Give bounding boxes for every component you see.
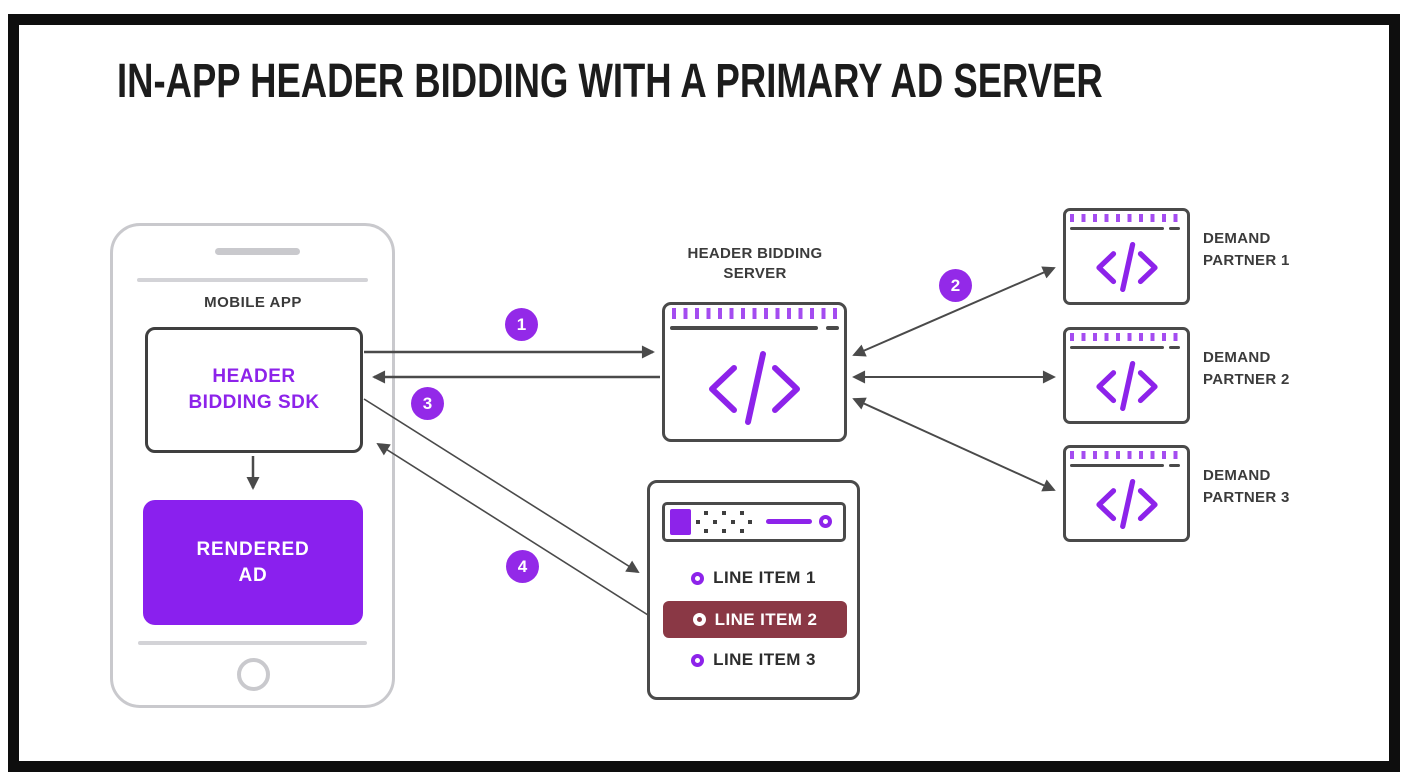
- header-bidding-sdk-box: HEADER BIDDING SDK: [145, 327, 363, 453]
- demand-partner-2-dash: [1169, 346, 1180, 349]
- code-window-icon: [1096, 241, 1158, 293]
- demand-partner-3-label: DEMAND PARTNER 3: [1203, 465, 1343, 509]
- server-label-line2: SERVER: [723, 265, 787, 282]
- demand-partner-1-dash: [1169, 227, 1180, 230]
- demand-partner-2-box: [1063, 327, 1190, 424]
- server-titlebar-line: [670, 326, 818, 330]
- demand-partner-2-dashes: [1070, 333, 1183, 341]
- line-item-bullet-icon: [691, 571, 705, 585]
- ad-banner-text-line: [766, 519, 812, 524]
- ad-banner-dot: [740, 529, 744, 533]
- header-bidding-server-label: HEADER BIDDING SERVER: [654, 244, 856, 284]
- ad-banner-dot: [696, 520, 700, 524]
- step-4-badge: 4: [506, 550, 539, 583]
- line-item-1-label: LINE ITEM 1: [713, 568, 816, 587]
- demand-partner-3-dashes: [1070, 451, 1183, 459]
- step-2-badge: 2: [939, 269, 972, 302]
- code-window-icon: [1096, 478, 1158, 530]
- step-3-badge: 3: [411, 387, 444, 420]
- ad-banner-dot: [713, 520, 717, 524]
- ad-banner-bullet-icon: [819, 515, 832, 528]
- step-1-badge: 1: [505, 308, 538, 341]
- demand-partner-1-dashes: [1070, 214, 1183, 222]
- ad-banner-dot: [740, 511, 744, 515]
- server-titlebar-dashes: [672, 308, 838, 319]
- server-titlebar-dash: [826, 326, 839, 330]
- demand-partner-2-line: [1070, 346, 1164, 349]
- code-window-icon: [1096, 360, 1158, 412]
- line-item-bullet-icon: [692, 613, 706, 626]
- dp1-label-line1: DEMAND: [1203, 230, 1271, 247]
- dp3-label-line2: PARTNER 3: [1203, 489, 1290, 506]
- dp2-label-line2: PARTNER 2: [1203, 371, 1290, 388]
- demand-partner-3-dash: [1169, 464, 1180, 467]
- demand-partner-1-box: [1063, 208, 1190, 305]
- sdk-label-line1: HEADER: [212, 366, 296, 387]
- demand-partner-1-label: DEMAND PARTNER 1: [1203, 228, 1343, 272]
- phone-home-button: [237, 658, 270, 691]
- ad-banner-dot: [722, 511, 726, 515]
- demand-partner-1-line: [1070, 227, 1164, 230]
- ad-banner-dot: [731, 520, 735, 524]
- ad-banner-dot: [748, 520, 752, 524]
- demand-partner-3-line: [1070, 464, 1164, 467]
- server-label-line1: HEADER BIDDING: [687, 245, 823, 262]
- line-item-row-1: LINE ITEM 1: [647, 567, 860, 589]
- phone-screen-divider-top: [137, 278, 368, 282]
- ad-banner-dot: [704, 529, 708, 533]
- line-item-bullet-icon: [691, 653, 705, 667]
- sdk-label-line2: BIDDING SDK: [188, 392, 320, 413]
- phone-screen-divider-bottom: [138, 641, 367, 645]
- rendered-ad-line1: RENDERED: [196, 538, 310, 560]
- ad-banner-image-block: [670, 509, 691, 535]
- demand-partner-3-box: [1063, 445, 1190, 542]
- line-item-3-label: LINE ITEM 3: [713, 650, 816, 669]
- dp3-label-line1: DEMAND: [1203, 467, 1271, 484]
- diagram-title: IN-APP HEADER BIDDING WITH A PRIMARY AD …: [117, 55, 1103, 108]
- header-bidding-server-box: [662, 302, 847, 442]
- mobile-app-label: MOBILE APP: [204, 294, 302, 311]
- demand-partner-2-label: DEMAND PARTNER 2: [1203, 347, 1343, 391]
- line-item-2-label: LINE ITEM 2: [714, 609, 818, 629]
- rendered-ad-box: RENDERED AD: [143, 500, 363, 625]
- phone-speaker-bar: [215, 248, 300, 255]
- dp2-label-line1: DEMAND: [1203, 349, 1271, 366]
- ad-banner-icon: [662, 502, 846, 542]
- line-item-row-2-highlighted: LINE ITEM 2: [663, 601, 847, 638]
- code-window-icon: [709, 351, 800, 425]
- ad-banner-dot: [722, 529, 726, 533]
- rendered-ad-line2: AD: [238, 564, 268, 586]
- ad-banner-dot: [704, 511, 708, 515]
- line-item-row-3: LINE ITEM 3: [647, 649, 860, 671]
- dp1-label-line2: PARTNER 1: [1203, 252, 1290, 269]
